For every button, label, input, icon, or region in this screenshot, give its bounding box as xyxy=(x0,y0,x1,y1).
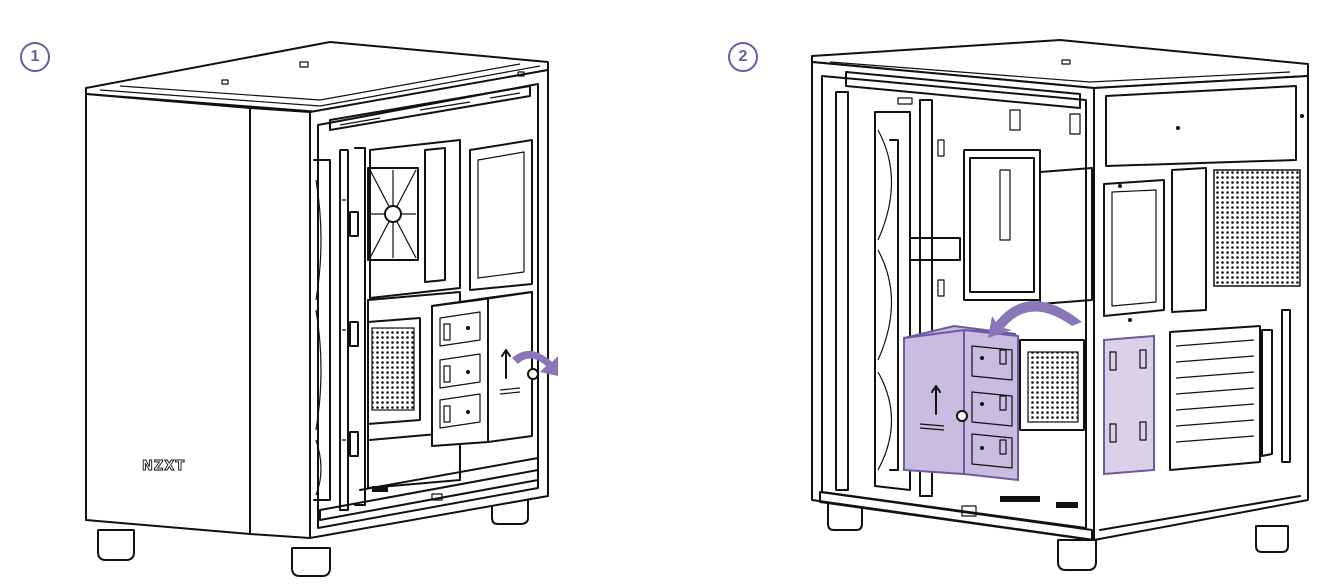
step-1-case-illustration: NZXT xyxy=(85,41,558,577)
step-2-case-illustration xyxy=(811,39,1309,571)
up-arrow-icon xyxy=(931,385,941,415)
fan xyxy=(367,167,419,261)
curved-arrow-icon xyxy=(988,301,1082,338)
step-2-badge: 2 xyxy=(728,42,758,72)
thumbscrew xyxy=(527,368,539,380)
nzxt-logo: NZXT xyxy=(142,459,185,474)
case-body xyxy=(85,41,549,539)
pcie-slots xyxy=(1169,325,1273,471)
curved-arrow-icon xyxy=(512,350,558,376)
front-fans xyxy=(874,111,911,491)
up-arrow-icon xyxy=(501,349,511,379)
drive-cage-relocated xyxy=(903,324,1019,482)
drive-cage xyxy=(431,291,533,447)
case-feet xyxy=(827,501,1289,571)
step-1-badge: 1 xyxy=(20,42,50,72)
rear-mesh xyxy=(1213,169,1301,287)
case-feet xyxy=(97,497,529,577)
